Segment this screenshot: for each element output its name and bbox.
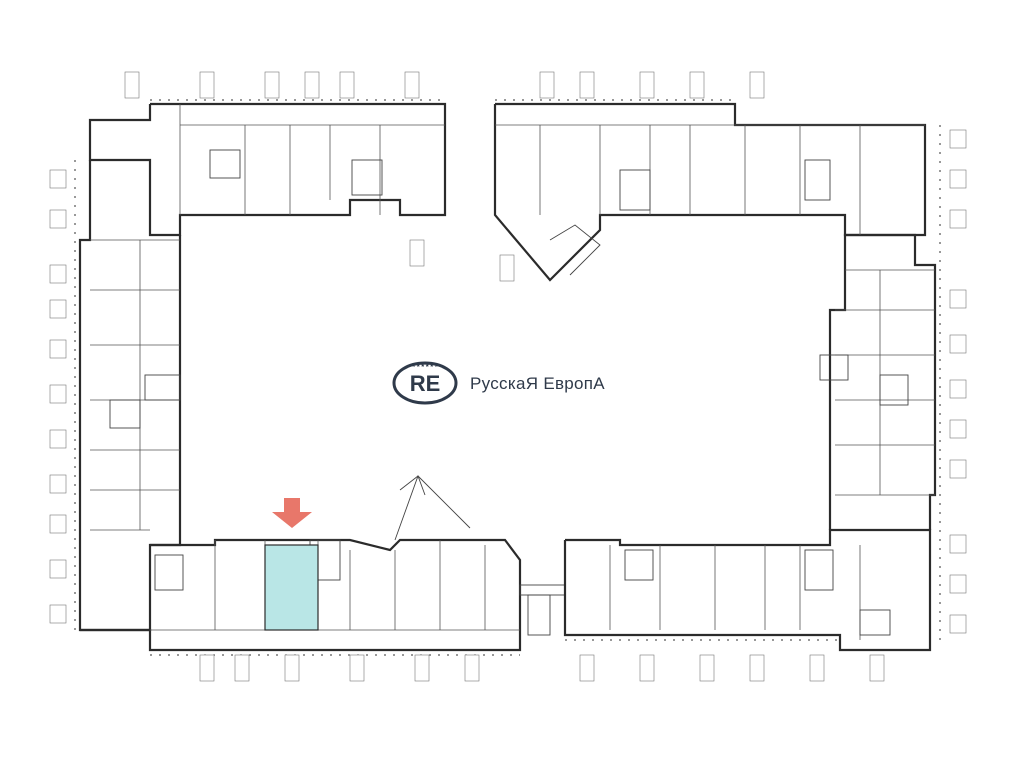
dimension-tag	[124, 71, 140, 99]
dimension-tag	[579, 654, 595, 682]
dimension-tag	[49, 604, 67, 624]
building-section-left	[78, 160, 182, 632]
dimension-tag	[199, 654, 215, 682]
dimension-tag	[949, 419, 967, 439]
dimension-tag	[579, 71, 595, 99]
dimension-tag	[49, 514, 67, 534]
dimension-tag	[49, 299, 67, 319]
dimension-tag	[869, 654, 885, 682]
building-section-bottom-right	[563, 528, 932, 652]
dimension-tag	[49, 474, 67, 494]
dimension-tag	[49, 264, 67, 284]
dimension-tag	[949, 534, 967, 554]
dimension-tag	[49, 384, 67, 404]
dimension-tag	[949, 459, 967, 479]
dimension-tag	[49, 429, 67, 449]
logo-name: РусскаЯ ЕвропА	[470, 374, 605, 393]
dimension-tag	[639, 71, 655, 99]
dimension-tag	[234, 654, 250, 682]
highlighted-unit[interactable]	[264, 544, 319, 631]
location-arrow	[272, 498, 312, 528]
dimension-tags	[49, 71, 967, 682]
dimension-tag	[339, 71, 355, 99]
logo-stars: ★★★★★★	[412, 363, 439, 369]
dimension-tag	[409, 239, 425, 267]
dimension-tag	[949, 209, 967, 229]
dimension-tag	[699, 654, 715, 682]
perimeter-railings	[74, 99, 941, 656]
dimension-tag	[539, 71, 555, 99]
dimension-tag	[49, 559, 67, 579]
dimension-tag	[49, 209, 67, 229]
dimension-tag	[949, 289, 967, 309]
dimension-tag	[809, 654, 825, 682]
dimension-tag	[949, 129, 967, 149]
dimension-tag	[464, 654, 480, 682]
dimension-tag	[264, 71, 280, 99]
dimension-tag	[284, 654, 300, 682]
dimension-tag	[949, 169, 967, 189]
logo: RE ★★★★★★ РусскаЯ ЕвропА	[392, 361, 605, 405]
logo-badge	[392, 361, 458, 405]
dimension-tag	[404, 71, 420, 99]
dimension-tag	[949, 334, 967, 354]
dimension-tag	[949, 379, 967, 399]
building-section-top-right	[493, 102, 927, 282]
passage-bottom	[519, 584, 566, 636]
dimension-tag	[949, 574, 967, 594]
dimension-tag	[199, 71, 215, 99]
dimension-tag	[639, 654, 655, 682]
dimension-tag	[499, 254, 515, 282]
dimension-tag	[749, 654, 765, 682]
dimension-tag	[49, 339, 67, 359]
building-section-top-left	[88, 102, 447, 237]
dimension-tag	[689, 71, 705, 99]
logo-mark: RE	[410, 371, 441, 396]
building-section-right	[819, 233, 937, 530]
dimension-tag	[49, 169, 67, 189]
dimension-tag	[304, 71, 320, 99]
dimension-tag	[949, 614, 967, 634]
dimension-tag	[414, 654, 430, 682]
dimension-tag	[349, 654, 365, 682]
dimension-tag	[749, 71, 765, 99]
